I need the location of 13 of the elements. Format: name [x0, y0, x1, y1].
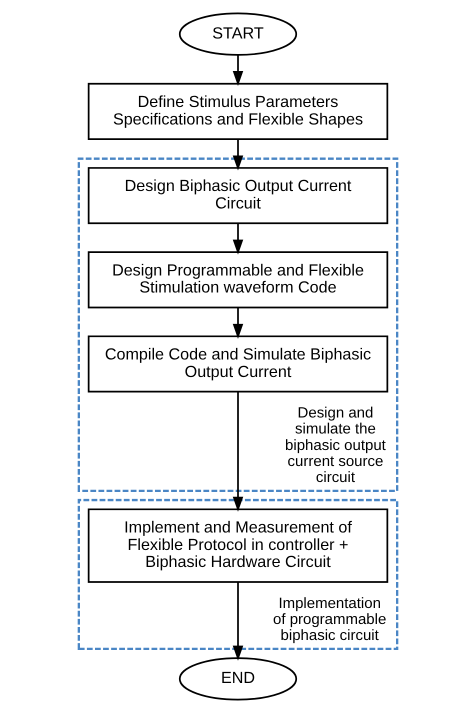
arrow: [232, 582, 243, 661]
node-box: Implement and Measurement of Flexible Protocol in controller + Biphasic Hardware Circuit: [87, 508, 388, 583]
arrow: [232, 224, 243, 255]
node-box: Define Stimulus Parameters Specifications and Flexible Shapes: [87, 82, 388, 140]
node-ellipse: START: [178, 12, 297, 56]
node-ellipse: END: [178, 657, 297, 700]
arrow: [232, 308, 243, 339]
node-box: Compile Code and Simulate Biphasic Output Current: [87, 335, 388, 393]
arrow: [232, 55, 243, 86]
arrow: [232, 139, 243, 170]
node-box: Design Biphasic Output Current Circuit: [87, 167, 388, 224]
node-box: Design Programmable and Flexible Stimulation waveform Code: [87, 251, 388, 308]
arrow: [232, 392, 243, 512]
